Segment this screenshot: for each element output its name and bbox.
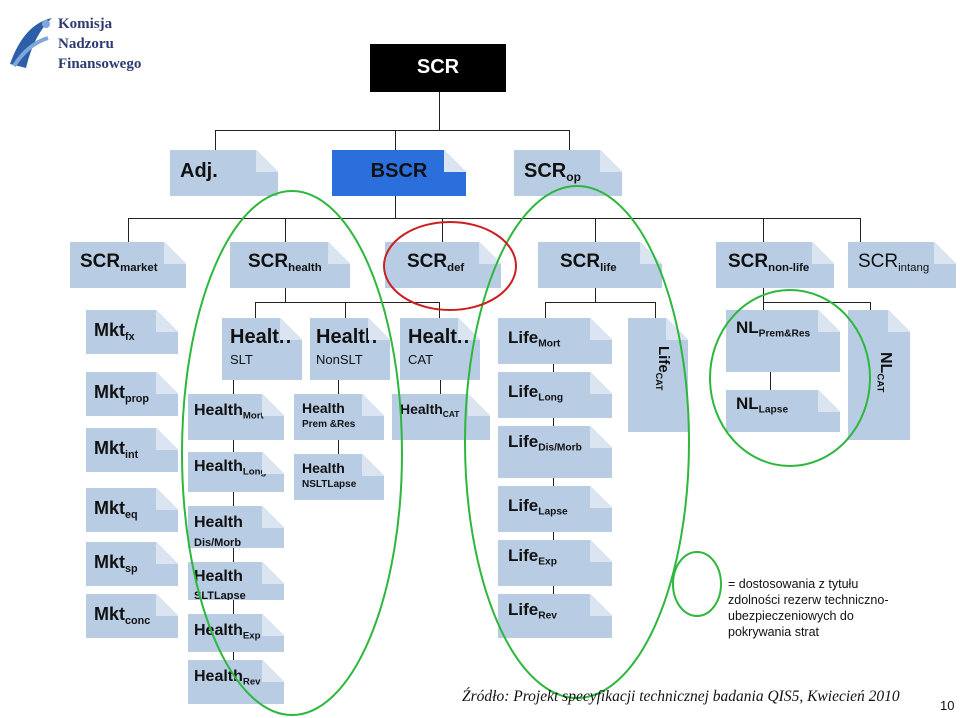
module-label: SCRhealth [248,251,322,274]
health-cat-subtitle: CAT [408,352,434,367]
health-prem-label: Health [302,400,345,416]
module-scr-health[interactable]: SCRhealth [230,242,350,288]
health-sltlapse-sub: SLTLapse [194,590,246,600]
nl-lapse-label: NLLapse [736,394,789,416]
life-label: LifeMort [508,328,561,350]
life-dis-morb[interactable]: LifeDis/Morb [498,426,612,478]
mkt-label: Mktfx [94,320,135,343]
health-sltlapse[interactable]: Health SLTLapse [188,562,284,600]
logo-emblem-icon [10,18,52,68]
module-label: SCRmarket [80,251,158,274]
bscr-box[interactable]: BSCR [332,150,466,196]
health-nsltlapse-label: Health [302,460,345,476]
module-scr-nonlife[interactable]: SCRnon-life [716,242,834,288]
life-label: LifeDis/Morb [508,432,582,454]
health-exp[interactable]: HealthExp [188,614,284,652]
health-mort[interactable]: HealthMort [188,394,284,440]
life-cat[interactable]: LifeCAT [628,318,688,432]
scr-top-box[interactable]: SCR [370,44,506,92]
health-cat[interactable]: HealthCAT [392,394,490,440]
mkt-label: Mkteq [94,498,138,521]
module-scr-def[interactable]: SCRdef [385,242,501,288]
mkt-fx[interactable]: Mktfx [86,310,178,354]
health-cat-title: Health [408,326,470,348]
mkt-label: Mktconc [94,604,151,627]
logo-line-2: Nadzoru [58,36,114,52]
bscr-label: BSCR [370,160,428,182]
nl-cat-label: NLCAT [874,352,894,393]
logo-line-1: Komisja [58,16,113,32]
health-sltlapse-label: Health [194,568,243,585]
health-long[interactable]: HealthLong [188,452,284,492]
mkt-label: Mktsp [94,552,138,575]
health-dis-label: Health [194,514,243,531]
scr-op-box[interactable]: SCRop [514,150,622,196]
life-lapse[interactable]: LifeLapse [498,486,612,532]
health-cat-header[interactable]: Health CAT [400,318,480,380]
life-rev[interactable]: LifeRev [498,594,612,638]
health-nsltlapse-sub: NSLTLapse [302,479,357,490]
health-mort-label: HealthMort [194,402,264,422]
page-number: 10 [940,698,955,713]
health-prem-res[interactable]: Health Prem &Res [294,394,384,440]
legend-green-ring [672,551,722,617]
health-slt-title: Health [230,326,292,348]
life-exp[interactable]: LifeExp [498,540,612,586]
health-exp-label: HealthExp [194,622,261,642]
legend-text: = dostosowania z tytułu zdolności rezerw… [728,577,889,639]
health-nonslt-header[interactable]: Health NonSLT [310,318,390,380]
health-nonslt-title: Health [316,326,378,348]
health-dis-sub: Dis/Morb [194,537,242,548]
source-citation: Źródło: Projekt specyfikacji technicznej… [462,688,900,705]
mkt-sp[interactable]: Mktsp [86,542,178,586]
nl-lapse[interactable]: NLLapse [726,390,840,432]
life-label: LifeLong [508,382,564,404]
scr-op-label: SCRop [524,160,581,185]
life-long[interactable]: LifeLong [498,372,612,418]
mkt-int[interactable]: Mktint [86,428,178,472]
module-scr-intang[interactable]: SCRintang [848,242,956,288]
adj-label: Adj. [180,160,218,182]
health-prem-sub: Prem &Res [302,419,356,430]
health-rev[interactable]: HealthRev [188,660,284,704]
health-cat-label: HealthCAT [400,401,460,419]
scr-top-label: SCR [416,56,460,78]
mkt-eq[interactable]: Mkteq [86,488,178,532]
life-label: LifeRev [508,600,557,622]
health-rev-label: HealthRev [194,668,261,688]
life-label: LifeLapse [508,496,568,518]
module-scr-market[interactable]: SCRmarket [70,242,186,288]
module-label: SCRlife [560,251,617,274]
module-label: SCRnon-life [728,251,810,274]
health-slt-header[interactable]: Health SLT [222,318,302,380]
logo-line-3: Finansowego [58,56,142,72]
life-label: LifeExp [508,546,557,568]
life-mort[interactable]: LifeMort [498,318,612,364]
nl-prem-res[interactable]: NLPrem&Res [726,310,840,372]
mkt-label: Mktint [94,438,139,461]
mkt-conc[interactable]: Mktconc [86,594,178,638]
health-dis-morb[interactable]: Health Dis/Morb [188,506,284,548]
module-label: SCRintang [858,251,930,274]
mkt-prop[interactable]: Mktprop [86,372,178,416]
health-long-label: HealthLong [194,458,267,478]
nl-cat[interactable]: NLCAT [848,310,910,440]
health-slt-subtitle: SLT [230,352,253,367]
nl-prem-label: NLPrem&Res [736,318,811,340]
health-nonslt-subtitle: NonSLT [316,352,363,367]
module-label: SCRdef [407,251,465,274]
module-scr-life[interactable]: SCRlife [538,242,662,288]
mkt-label: Mktprop [94,382,149,405]
life-cat-label: LifeCAT [653,346,672,391]
adj-box[interactable]: Adj. [170,150,278,196]
logo: Komisja Nadzoru Finansowego [4,14,154,74]
health-nsltlapse[interactable]: Health NSLTLapse [294,454,384,500]
